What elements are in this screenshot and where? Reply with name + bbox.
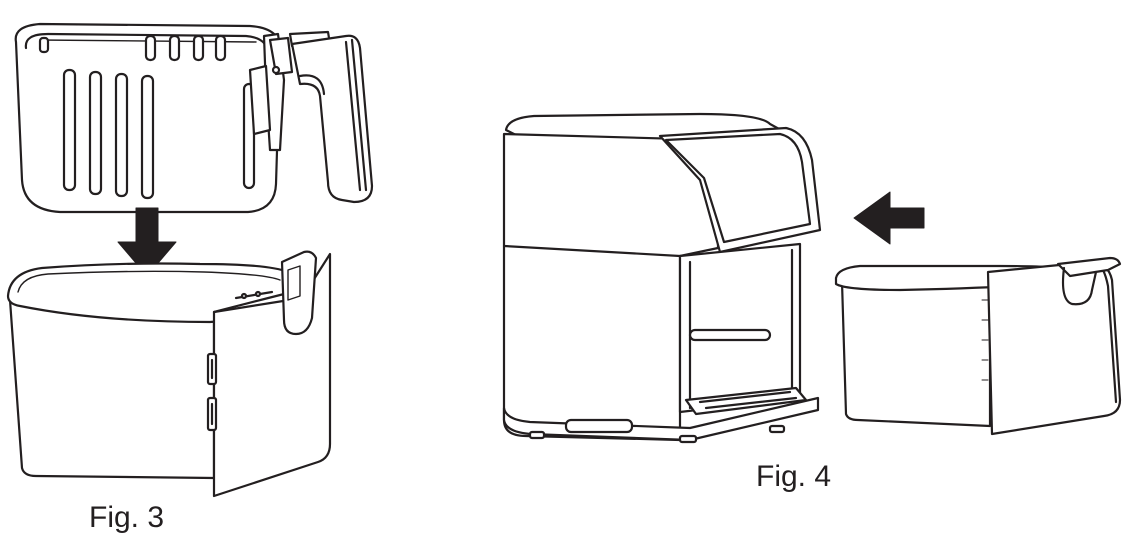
drawer-pan (6, 250, 332, 498)
drawer-cavity (678, 242, 802, 414)
fig4-illustration (502, 112, 1122, 444)
insert-drawer-arrow (853, 191, 925, 245)
basket-handle-bracket (248, 30, 332, 152)
basket-handle (290, 34, 374, 204)
frying-basket (14, 22, 374, 214)
drawer-handle (280, 250, 318, 336)
fig4-caption: Fig. 4 (756, 460, 831, 493)
drawer-front-face (986, 260, 1122, 436)
control-panel-screen (664, 132, 812, 244)
drawer-handle-top (1056, 256, 1122, 278)
fig3-illustration (6, 22, 374, 498)
insert-basket-arrow (117, 207, 177, 277)
fill-level-marks (981, 299, 989, 381)
air-fryer-unit (502, 112, 822, 444)
fig3-caption: Fig. 3 (89, 501, 164, 534)
drawer-latch-marks (206, 352, 218, 432)
drawer-assembly (834, 256, 1122, 436)
